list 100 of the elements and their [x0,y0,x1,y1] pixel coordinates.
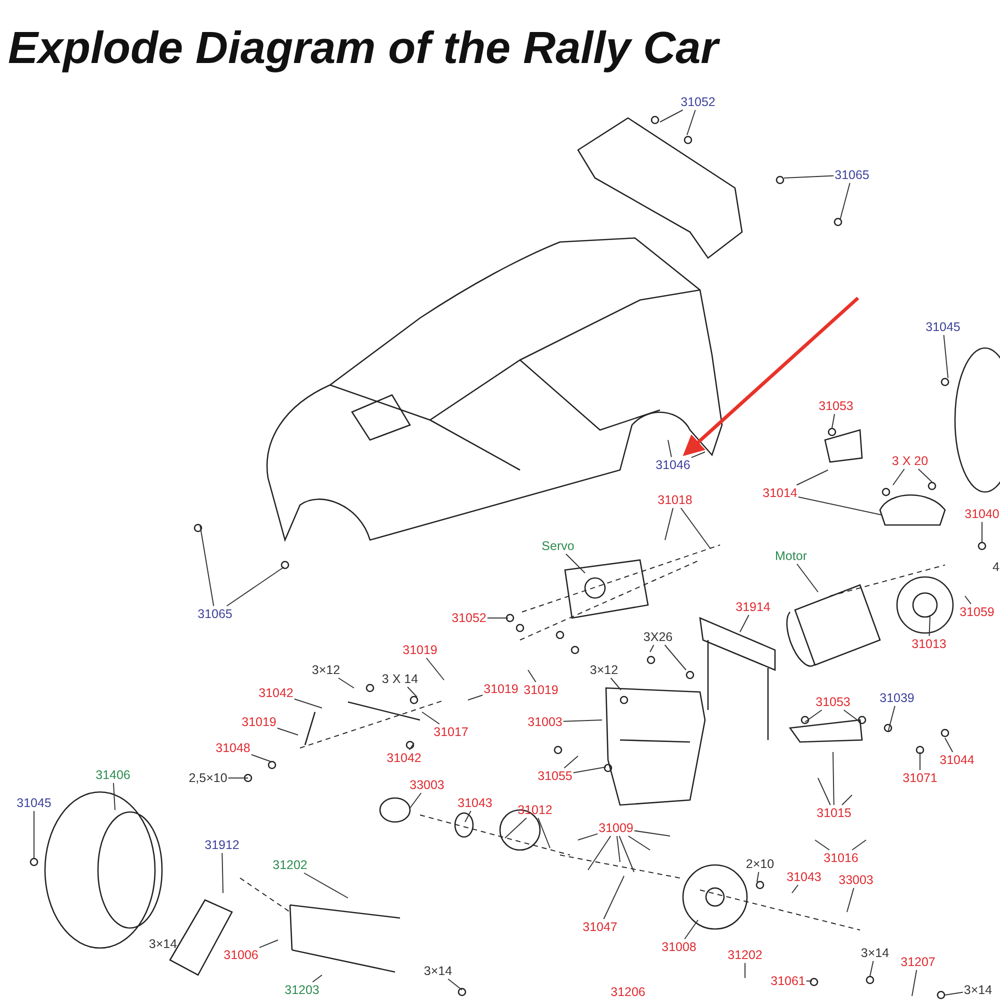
callout-number: 31019 [402,643,438,657]
leader-line [407,686,418,698]
callout-number: 31042 [386,751,422,765]
leader-line [832,752,834,806]
title: Explode Diagram of the Rally Car [8,22,718,74]
callout-number: 31019 [524,683,558,697]
leader-line [618,836,634,872]
leader-line [798,496,882,516]
callout-number: 3 X 20 [892,454,928,468]
screw-size-label: 4 [992,560,1000,574]
part-label: 31203 [284,983,320,997]
callout-number: 31914 [736,600,770,614]
screw-size-label: 3×14 [964,983,992,997]
leader-line [628,836,650,850]
callout-number: 31048 [216,741,250,755]
leader-line [842,794,852,806]
callout-number: 31071 [902,771,938,785]
leader-line [804,710,822,722]
part-label: Servo [542,539,574,553]
leader-line [686,110,696,136]
callout-number: 31206 [610,985,646,999]
leader-line [464,810,472,822]
leader-line [832,414,836,428]
callout-number: 33003 [410,778,444,792]
callout-number: 31018 [658,493,692,507]
leader-line [304,872,348,898]
callout-number: 31053 [816,695,850,709]
screw-size-label: 3×14 [148,937,178,951]
leader-line [814,840,830,850]
leader-line [294,698,322,708]
callout-number: 31065 [198,607,232,621]
callout-number: 31012 [518,803,552,817]
callout-number: 31043 [458,796,492,810]
leader-line [588,836,612,870]
callout-number: 31008 [662,940,696,954]
leader-line [796,470,828,486]
callout-number: 31055 [538,769,572,783]
leader-line [870,960,874,976]
leader-line [634,830,670,836]
leader-line [258,940,278,948]
callout-number: 31040 [964,507,1000,521]
callout-number: 31006 [224,948,258,962]
callout-number: 31046 [656,458,690,472]
callout-number: 31061 [770,974,806,988]
leader-line [650,644,654,652]
callout-number: 31207 [900,955,936,969]
leader-line [744,962,746,978]
screw-size-label: 3×12 [312,663,340,677]
callout-number: 31009 [598,821,634,835]
callout-number: 31052 [452,611,486,625]
leader-line [664,508,674,540]
leader-line [690,452,706,458]
callout-number: 31039 [880,691,914,705]
leader-line [792,884,798,894]
screw-size-label: 3 X 14 [382,672,418,686]
callout-number: 31014 [762,486,798,500]
leader-line [538,818,550,848]
callout-number: 31003 [528,715,562,729]
leader-line [818,778,831,806]
callout-number: 31043 [786,870,822,884]
leader-line [684,920,698,940]
leader-line [843,710,860,722]
leader-line [528,670,536,682]
leader-line [944,992,964,996]
callout-number: 31042 [258,686,294,700]
callout-number: 31047 [582,920,618,934]
callout-number: 31053 [818,399,854,413]
callout-number: 31912 [204,838,240,852]
leader-line [888,706,896,732]
leader-line [740,614,750,632]
callout-number: 31044 [940,753,974,767]
leader-line [578,833,598,840]
leader-line [852,840,866,850]
leader-line [784,175,834,178]
leader-line [616,836,620,862]
callout-number: 31019 [242,715,276,729]
leader-line [572,766,606,774]
leader-line [840,182,850,220]
leader-line [680,508,710,548]
leader-line [668,440,672,458]
leader-line [943,334,948,378]
leader-line [918,468,932,482]
callout-number: 31202 [728,948,762,962]
arrow [682,296,860,456]
leader-line [200,524,214,606]
callout-number: 31052 [680,95,716,109]
screw-size-label: 2,5×10 [188,771,228,785]
leader-line [250,754,272,762]
leader-line [410,792,422,808]
leader-line [660,110,684,122]
leader-line [610,678,622,690]
leader-line [448,978,462,990]
leader-line [846,888,854,912]
leader-line [408,742,414,750]
leader-line [806,980,812,982]
screw-size-label: 3×12 [590,663,618,677]
leader-line [312,974,322,982]
screw-size-label: 3×14 [860,946,890,960]
screw-size-label: 2×10 [746,857,774,871]
leader-line [276,728,298,736]
